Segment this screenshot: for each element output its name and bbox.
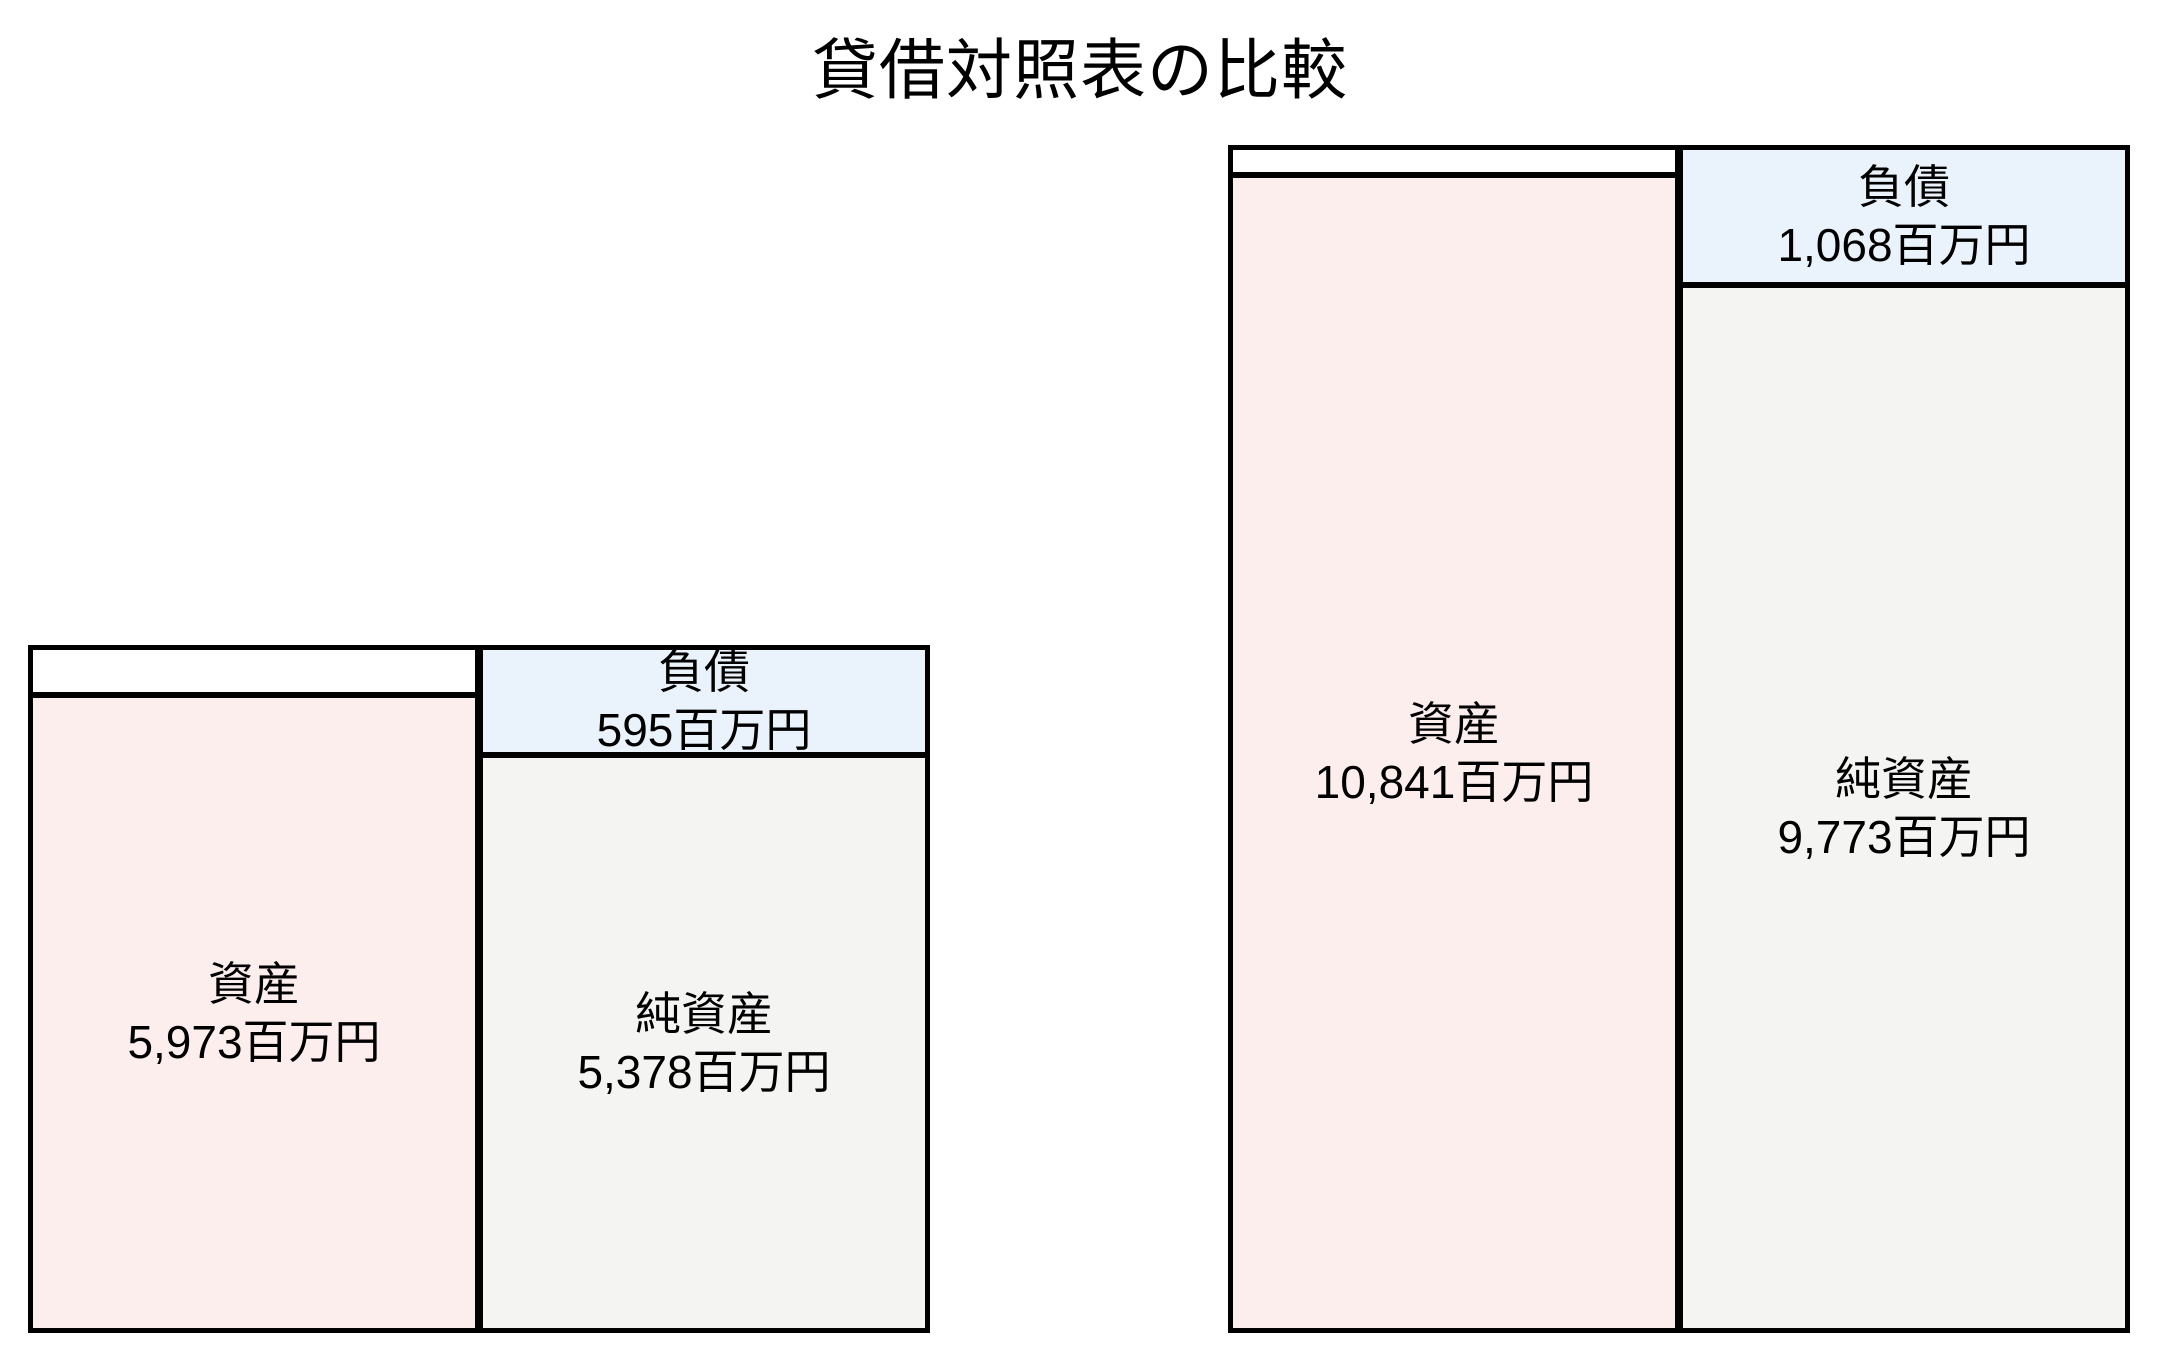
page-title: 貸借対照表の比較 — [812, 33, 1348, 107]
right-net-asset-block: 純資産 9,773百万円 — [1678, 283, 2130, 1333]
left-asset-amount: 5,973百万円 — [127, 1016, 381, 1068]
left-net-asset-amount: 5,378百万円 — [577, 1046, 831, 1098]
right-net-asset-name: 純資産 — [1835, 753, 1973, 805]
right-asset-block: 資産 10,841百万円 — [1228, 173, 1680, 1333]
left-liability-block: 負債 595百万円 — [478, 645, 930, 757]
right-liability-block: 負債 1,068百万円 — [1678, 145, 2130, 287]
right-asset-name: 資産 — [1407, 698, 1500, 750]
balance-sheet-left: 資産 5,973百万円 負債 595百万円 純資産 5,378百万円 — [28, 645, 930, 1333]
left-net-asset-block: 純資産 5,378百万円 — [478, 753, 930, 1333]
left-asset-label: 資産 5,973百万円 — [127, 955, 380, 1071]
right-asset-amount: 10,841百万円 — [1314, 756, 1594, 808]
left-net-asset-label: 純資産 5,378百万円 — [577, 985, 830, 1101]
right-net-asset-label: 純資産 9,773百万円 — [1777, 750, 2030, 866]
left-asset-block: 資産 5,973百万円 — [28, 693, 480, 1333]
left-liability-name: 負債 — [658, 646, 750, 698]
right-net-asset-amount: 9,773百万円 — [1777, 811, 2031, 863]
left-asset-name: 資産 — [208, 958, 300, 1010]
left-liability-label: 負債 595百万円 — [483, 646, 925, 756]
balance-sheet-right: 資産 10,841百万円 負債 1,068百万円 純資産 9,773百万円 — [1228, 145, 2130, 1333]
right-liability-amount: 1,068百万円 — [1777, 219, 2031, 271]
right-asset-label: 資産 10,841百万円 — [1315, 695, 1594, 811]
left-net-asset-name: 純資産 — [635, 988, 773, 1040]
left-asset-gap — [28, 645, 480, 697]
left-liability-amount: 595百万円 — [596, 704, 812, 756]
right-liability-name: 負債 — [1858, 161, 1950, 213]
right-liability-label: 負債 1,068百万円 — [1683, 158, 2125, 274]
